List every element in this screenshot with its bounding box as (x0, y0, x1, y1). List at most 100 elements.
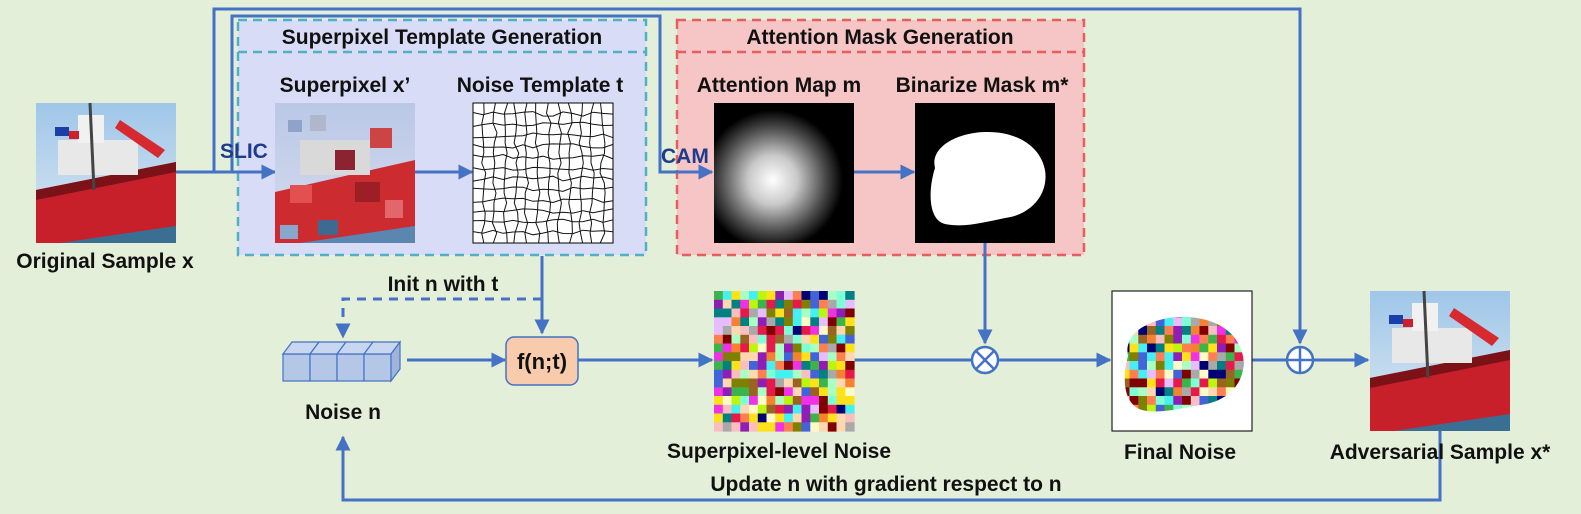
noise-cell (722, 378, 733, 388)
noise-cell (1164, 343, 1174, 353)
noise-cell (784, 291, 794, 301)
noise-cell (801, 299, 811, 310)
noise-cell (784, 299, 794, 310)
noise-cell (766, 352, 776, 362)
noise-cell (1182, 361, 1192, 371)
noise-cell (792, 291, 803, 301)
noise-cell (810, 291, 820, 301)
noise-cell (1147, 387, 1157, 397)
template-line (534, 102, 541, 244)
noise-cell (722, 422, 733, 432)
noise-cell (722, 369, 733, 380)
noise-cell (792, 404, 803, 415)
attention-map-image (714, 103, 854, 243)
init-label: Init n with t (388, 273, 499, 296)
noise-cell (1182, 369, 1192, 380)
noise-cell (766, 343, 776, 353)
noise-cell (784, 308, 794, 318)
noise-cell (1147, 326, 1157, 336)
noise-cell (845, 299, 855, 310)
noise-cell (749, 387, 759, 397)
noise-cell (740, 413, 750, 423)
noise-cell (836, 308, 846, 318)
noise-cell (714, 413, 724, 423)
noise-cell (757, 299, 768, 310)
noise-cell (1217, 378, 1227, 388)
noise-cell (1173, 387, 1183, 397)
noise-cell (740, 404, 750, 415)
noise-cell (836, 326, 846, 336)
binarize-mask-image (915, 103, 1055, 243)
noise-cell (1182, 334, 1192, 345)
noise-cell (1234, 343, 1244, 353)
noise-cell (801, 334, 811, 345)
noise-cell (722, 334, 733, 345)
noise-cell (1173, 352, 1183, 362)
noise-cell (1155, 326, 1166, 336)
noise-cell (784, 396, 794, 406)
noise-cell (1129, 334, 1139, 345)
noise-cell (1208, 326, 1218, 336)
noise-cell (810, 317, 820, 327)
noise-cell (792, 343, 803, 353)
noise-cell (1182, 387, 1192, 397)
noise-cell (1138, 404, 1148, 412)
noise-cell (836, 291, 846, 301)
noise-cell (749, 343, 759, 353)
noise-cell (819, 291, 829, 301)
noise-cell (845, 396, 855, 406)
noise-cell (1217, 352, 1227, 362)
noise-cell (1234, 361, 1244, 371)
noise-cell (722, 308, 733, 318)
noise-cell (740, 378, 750, 388)
cam-label: CAM (661, 145, 709, 168)
noise-cell (836, 299, 846, 310)
noise-cell (810, 343, 820, 353)
noise-cell (845, 404, 855, 415)
noise-cell (1182, 378, 1192, 388)
noise-cell (1147, 396, 1157, 406)
noise-cell (1138, 326, 1148, 336)
noise-cell (801, 326, 811, 336)
noise-cell (845, 343, 855, 353)
noise-cell (731, 422, 741, 432)
noise-cell (775, 361, 785, 371)
noise-cell (1182, 352, 1192, 362)
noise-cell (1147, 343, 1157, 353)
noise-cell (731, 334, 741, 345)
noise-cell (1208, 352, 1218, 362)
noise-cell (714, 291, 724, 301)
update-label: Update n with gradient respect to n (710, 473, 1061, 496)
noise-cell (810, 352, 820, 362)
noise-cell (1217, 361, 1227, 371)
noise-cell (1155, 361, 1166, 371)
noise-cell (792, 422, 803, 432)
noise-block (336, 353, 365, 382)
noise-cell (740, 352, 750, 362)
noise-cell (1147, 361, 1157, 371)
noise-cell (1147, 334, 1157, 345)
noise-cell (1155, 343, 1166, 353)
noise-cell (1138, 369, 1148, 380)
noise-cell (714, 387, 724, 397)
noise-cell (810, 387, 820, 397)
noise-cell (740, 369, 750, 380)
noise-cell (1217, 334, 1227, 345)
noise-cell (1217, 387, 1227, 397)
noise-cell (775, 291, 785, 301)
noise-cell (1208, 396, 1218, 406)
noise-cell (784, 334, 794, 345)
noise-cell (1147, 352, 1157, 362)
noise-cell (801, 369, 811, 380)
superpixel-noise-image (714, 291, 855, 432)
noise-cell (775, 343, 785, 353)
noise-cell (1129, 352, 1139, 362)
noise-cell (766, 378, 776, 388)
noise-cell (784, 387, 794, 397)
noise-cell (1155, 396, 1166, 406)
noise-cell (810, 369, 820, 380)
noise-cell (757, 387, 768, 397)
noise-cell (1138, 387, 1148, 397)
noise-cell (1155, 369, 1166, 380)
noise-cell (784, 343, 794, 353)
